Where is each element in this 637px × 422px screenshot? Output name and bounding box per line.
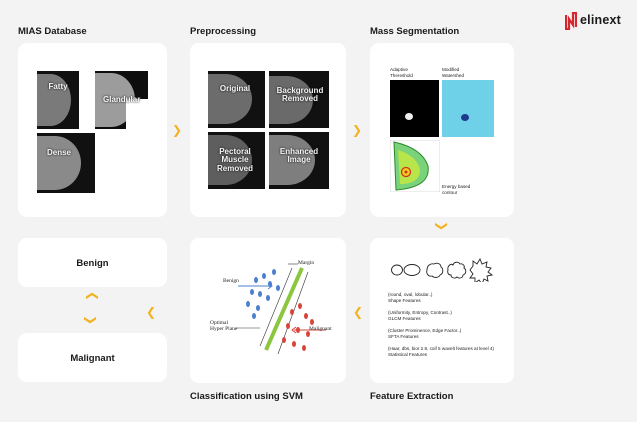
watershed-label: Modified Watershed: [442, 67, 465, 78]
feature-name: SFTA Features: [388, 333, 419, 339]
feature-item: (Uniformity, Entropy, Contrast..) GLCM F…: [388, 310, 506, 322]
feature-name: Shape Features: [388, 297, 421, 303]
svm-title: Classification using SVM: [190, 391, 303, 402]
feature-extraction-title: Feature Extraction: [370, 391, 454, 402]
svm-margin-label: Margin: [298, 260, 315, 266]
fatty-label: Fatty: [48, 82, 68, 91]
background-removed-label: Background Removed: [276, 86, 324, 104]
glandular-image: Glandular: [95, 71, 148, 129]
feature-name: GLCM Features: [388, 315, 421, 321]
dense-image: Dense: [37, 133, 95, 193]
shape-samples-icon: [391, 258, 494, 282]
fatty-image: Fatty: [37, 71, 79, 129]
enhanced-image: Enhanced Image: [269, 132, 329, 189]
feature-name: Statistical Features: [388, 351, 428, 357]
elinext-logo-icon: [565, 12, 577, 30]
energy-contour-image: [390, 140, 440, 192]
glandular-label: Glandular: [103, 95, 141, 104]
feature-list: (round, oval, lobular..) Shape Features …: [388, 292, 506, 358]
benign-output-card: Benign: [18, 238, 167, 287]
svm-diagram: [236, 263, 326, 355]
svm-optimal-label: Optimal Hyper Plane: [210, 320, 238, 333]
feature-item: (Cluster Prominence, Edge Factor..) SFTA…: [388, 328, 506, 340]
svm-card: Benign Margin Optimal Hyper Plane Malign…: [190, 238, 346, 383]
arrow-left-icon: ❮: [353, 305, 364, 319]
feature-desc: (Haar, dbs, bior 2.8, coif 5 wavelt feat…: [388, 345, 494, 351]
arrow-up-icon: ❯: [84, 290, 99, 302]
arrow-right-icon: ❯: [352, 123, 363, 137]
feature-item: (Haar, dbs, bior 2.8, coif 5 wavelt feat…: [388, 346, 506, 358]
brand-name: elinext: [580, 13, 621, 27]
arrow-left-icon: ❮: [146, 305, 157, 319]
feature-desc: (Cluster Prominence, Edge Factor..): [388, 327, 462, 333]
segmentation-card: Adaptive Thereshold Modified Watershed E…: [370, 43, 514, 217]
segmentation-title: Mass Segmentation: [370, 26, 460, 37]
background-removed-image: Background Removed: [269, 71, 329, 128]
preprocessing-title: Preprocessing: [190, 26, 256, 37]
enhanced-label: Enhanced Image: [279, 147, 319, 165]
original-label: Original: [219, 84, 251, 93]
pectoral-removed-image: Pectoral Muscle Removed: [208, 132, 265, 189]
malignant-output-label: Malignant: [70, 353, 115, 364]
preprocessing-card: Original Background Removed Pectoral Mus…: [190, 43, 346, 217]
arrow-down-icon: ❯: [435, 220, 450, 232]
feature-desc: (round, oval, lobular..): [388, 292, 433, 297]
energy-contour-label: Energy based contour: [442, 184, 471, 195]
svm-malignant-label: Malignant: [309, 326, 332, 332]
feature-desc: (Uniformity, Entropy, Contrast..): [388, 309, 452, 315]
arrow-right-icon: ❯: [172, 123, 183, 137]
original-image: Original: [208, 71, 265, 128]
malignant-output-card: Malignant: [18, 333, 167, 382]
brand-logo: elinext: [565, 12, 629, 30]
mias-title: MIAS Database: [18, 26, 87, 37]
dense-label: Dense: [46, 148, 71, 157]
feature-item: (round, oval, lobular..) Shape Features: [388, 292, 506, 304]
svm-benign-label: Benign: [223, 278, 239, 284]
adaptive-threshold-image: [390, 80, 439, 137]
arrow-down-icon: ❯: [84, 314, 99, 326]
pectoral-removed-label: Pectoral Muscle Removed: [216, 147, 253, 173]
feature-extraction-card: (round, oval, lobular..) Shape Features …: [370, 238, 514, 383]
mias-card: Fatty Glandular Dense: [18, 43, 167, 217]
watershed-image: [442, 80, 494, 137]
benign-output-label: Benign: [76, 258, 109, 269]
adaptive-threshold-label: Adaptive Thereshold: [390, 67, 413, 78]
